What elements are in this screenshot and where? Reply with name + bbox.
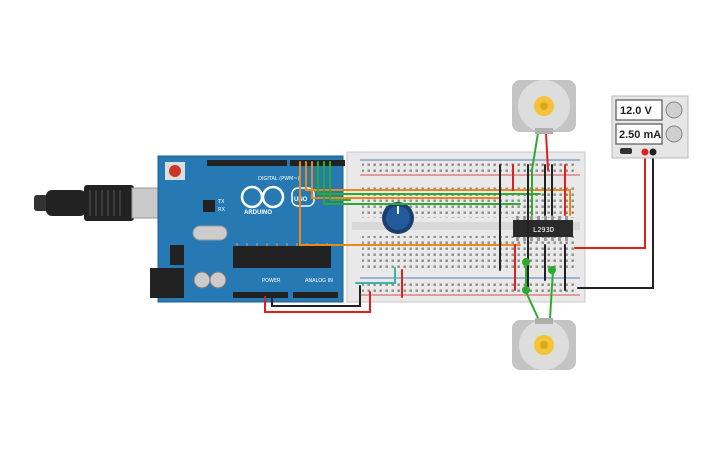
current-readout: 2.50 mA xyxy=(619,129,661,141)
negative-terminal[interactable] xyxy=(649,148,657,156)
dc-motor-top[interactable] xyxy=(512,80,576,134)
power-header-label: POWER xyxy=(262,278,281,284)
usb-cable xyxy=(34,185,175,221)
voltage-knob[interactable] xyxy=(665,101,683,119)
current-knob[interactable] xyxy=(665,125,683,143)
rx-led-label: RX xyxy=(218,207,225,213)
ic-label: L293D xyxy=(533,226,554,234)
digital-header-label: DIGITAL (PWM~) xyxy=(258,176,300,182)
analog-header-label: ANALOG IN xyxy=(305,278,333,284)
tx-led-label: TX xyxy=(217,199,225,205)
wires xyxy=(264,132,654,319)
voltage-readout: 12.0 V xyxy=(620,105,652,117)
power-switch[interactable] xyxy=(620,148,632,154)
power-supply[interactable]: 12.0 V 2.50 mA xyxy=(611,95,689,159)
arduino-brand-label: ARDUINO xyxy=(244,210,272,216)
arduino-uno-board[interactable]: ARDUINO UNO DIGITAL (PWM~) TX RX POWER A… xyxy=(34,155,345,303)
potentiometer[interactable] xyxy=(382,202,414,234)
positive-terminal[interactable] xyxy=(641,148,649,156)
dc-motor-bottom[interactable] xyxy=(512,318,576,370)
